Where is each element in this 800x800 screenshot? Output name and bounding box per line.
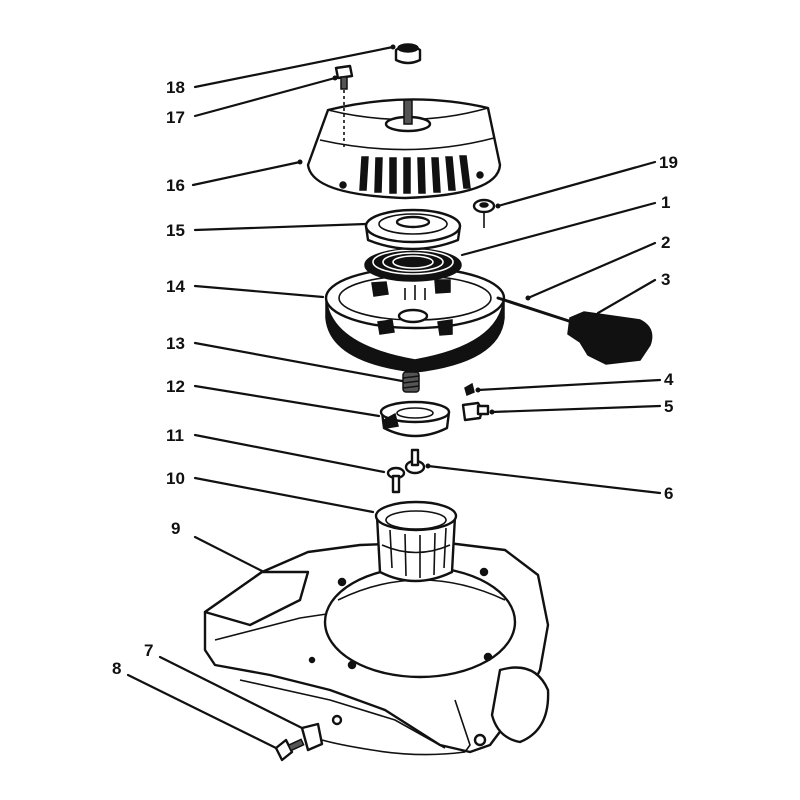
part-4-spring-clip <box>464 382 475 397</box>
part-19-washer <box>472 198 496 228</box>
part-17-screw <box>334 64 354 150</box>
callout-18: 18 <box>166 78 185 97</box>
part-6-washer <box>404 448 426 475</box>
part-8-screw <box>274 738 305 762</box>
part-18-nut <box>394 43 422 65</box>
part-9-blower-housing <box>203 540 550 754</box>
callout-15: 15 <box>166 221 185 240</box>
part-11-bolt <box>386 466 406 494</box>
leader-lines <box>126 44 662 750</box>
callout-3: 3 <box>661 270 670 289</box>
part-15-spring-cover <box>364 208 462 251</box>
callout-17: 17 <box>166 108 185 127</box>
callout-2: 2 <box>661 233 670 252</box>
part-3-rope-handle <box>567 311 653 365</box>
callout-16: 16 <box>166 176 185 195</box>
callout-12: 12 <box>166 377 185 396</box>
callout-13: 13 <box>166 334 185 353</box>
part-14-pulley <box>324 266 506 373</box>
part-5-pawl <box>461 401 490 422</box>
part-12-pawl-cup <box>379 400 451 438</box>
part-10-starter-cup <box>374 500 458 583</box>
callout-9: 9 <box>171 519 180 538</box>
callout-14: 14 <box>166 277 185 296</box>
callout-1: 1 <box>661 193 670 212</box>
part-13-spring <box>402 371 420 393</box>
part-16-starter-housing <box>306 98 502 200</box>
callout-10: 10 <box>166 469 185 488</box>
part-7-cable-clamp <box>300 714 466 756</box>
callout-5: 5 <box>664 397 673 416</box>
callout-8: 8 <box>112 659 121 678</box>
callout-11: 11 <box>166 426 184 445</box>
callout-labels: 18 17 16 19 1 15 2 14 3 13 4 12 5 11 6 1… <box>112 78 678 678</box>
callout-19: 19 <box>659 153 678 172</box>
callout-4: 4 <box>664 370 674 389</box>
part-1-recoil-spring <box>364 248 462 282</box>
callout-7: 7 <box>144 641 153 660</box>
callout-6: 6 <box>664 484 673 503</box>
part-2-starter-rope <box>496 296 574 324</box>
